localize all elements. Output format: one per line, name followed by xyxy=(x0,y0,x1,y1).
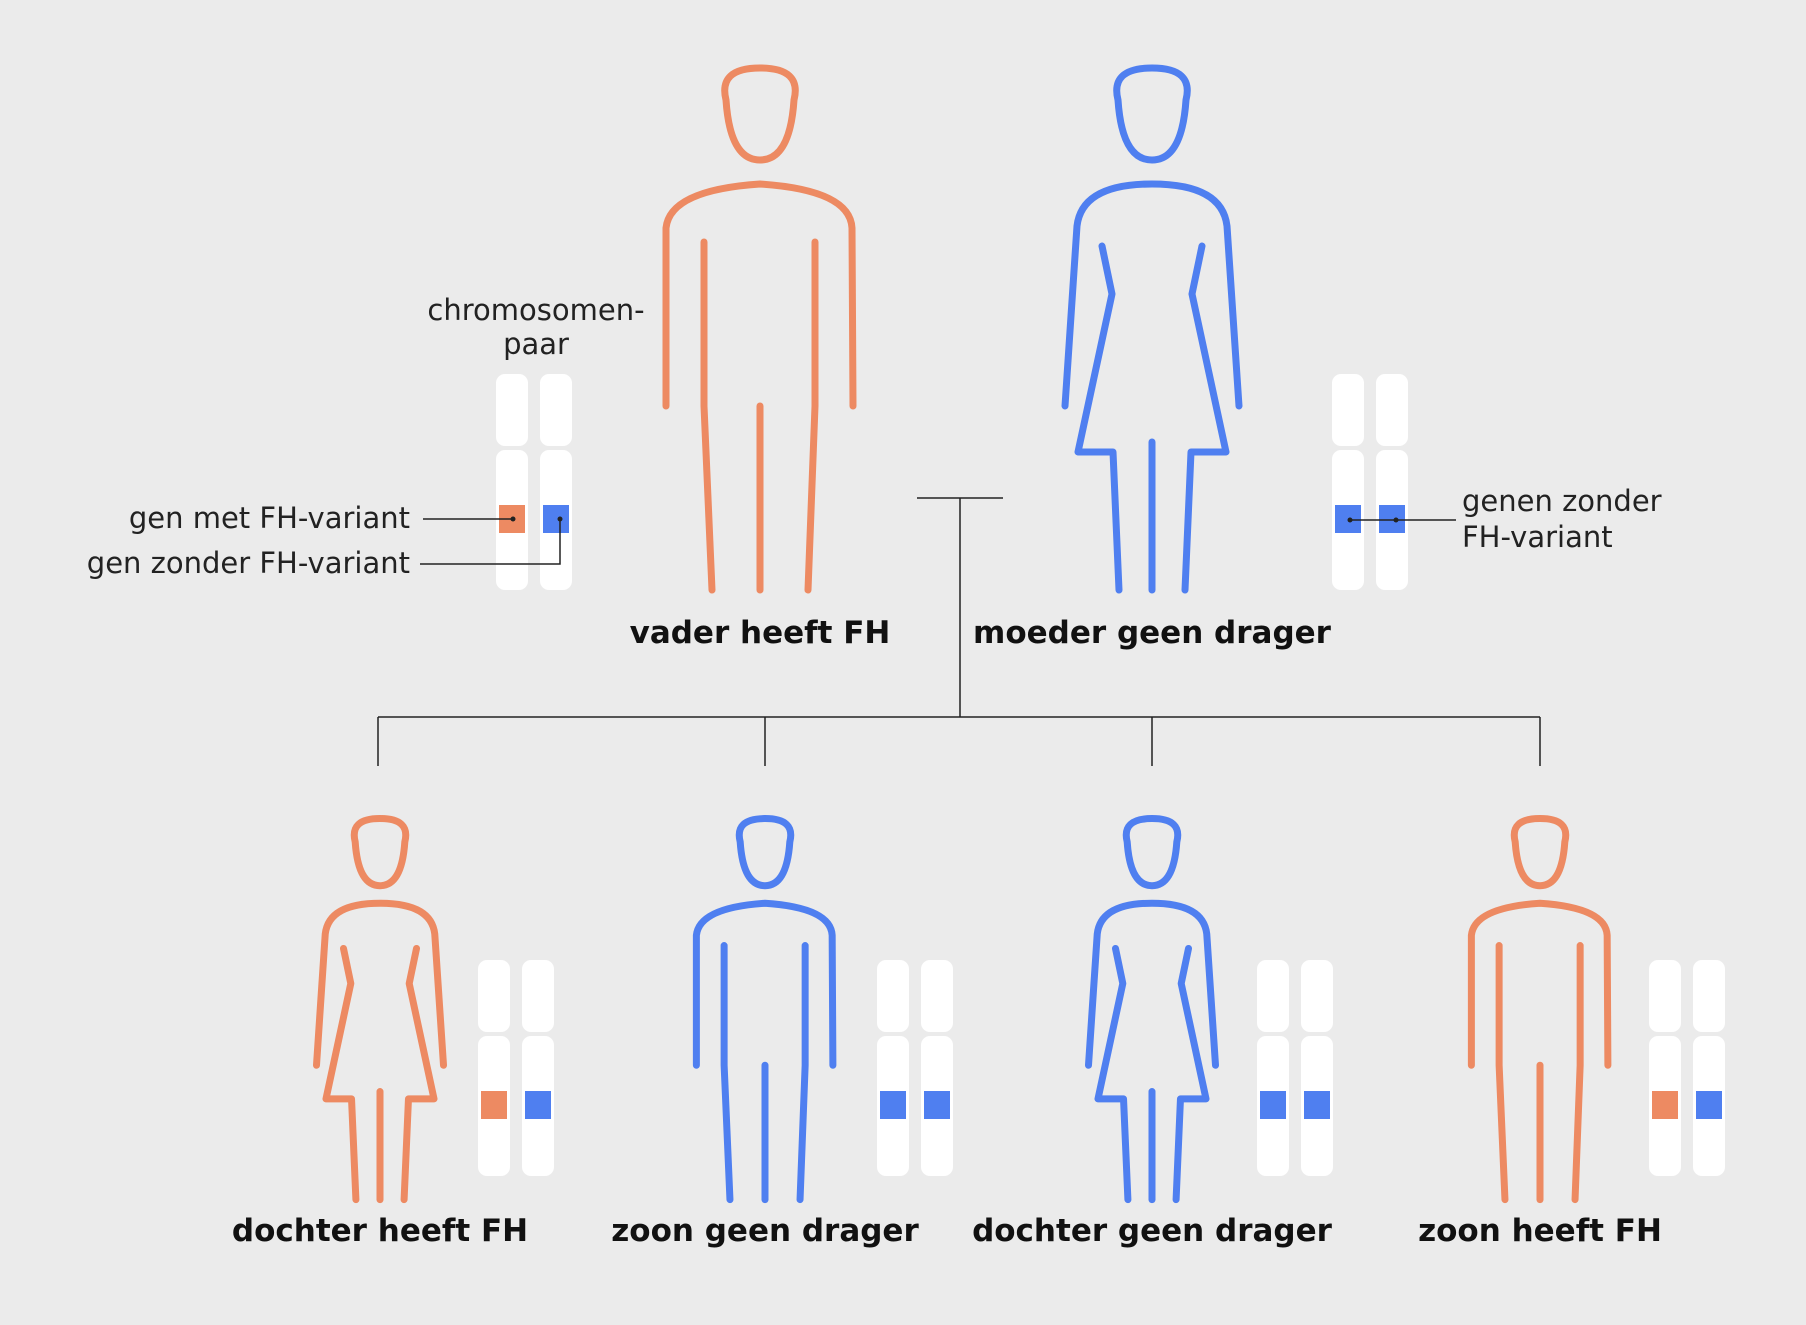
father-figure-stroke-3 xyxy=(804,238,819,594)
daughter2-gene-2-normal xyxy=(1304,1091,1330,1119)
son1-figure-stroke-3 xyxy=(796,942,809,1204)
daughter2-figure-stroke-3 xyxy=(1172,944,1210,1204)
daughter2-chromosome-1-upper-arm xyxy=(1257,960,1289,1032)
son2-figure-stroke-0 xyxy=(1510,815,1570,890)
legend-mother-dots xyxy=(1347,517,1399,523)
son1-figure-stroke-0 xyxy=(735,815,795,890)
mother-female-figure-icon xyxy=(1061,64,1243,594)
daughter1-chromosome-1-upper-arm xyxy=(478,960,510,1032)
daughter2-label: dochter geen drager xyxy=(972,1213,1333,1249)
mother-figure-stroke-0 xyxy=(1113,64,1191,164)
daughter1-group: dochter heeft FH xyxy=(232,815,554,1249)
daughter1-figure-stroke-1 xyxy=(312,899,448,1069)
mother-group: moeder geen drager xyxy=(973,64,1408,651)
daughter2-chromosome-pair xyxy=(1257,960,1333,1176)
daughter2-figure-stroke-2 xyxy=(1094,944,1132,1204)
father-gene-2-normal xyxy=(543,505,569,533)
daughter2-figure-stroke-0 xyxy=(1122,815,1182,890)
daughter1-label: dochter heeft FH xyxy=(232,1213,528,1249)
daughter1-figure-stroke-2 xyxy=(322,944,360,1204)
daughter2-female-figure-icon xyxy=(1084,815,1220,1204)
father-male-figure-icon xyxy=(662,64,857,594)
son2-gene-1-variant xyxy=(1652,1091,1678,1119)
father-figure-stroke-2 xyxy=(700,238,716,594)
son2-figure-stroke-3 xyxy=(1571,942,1584,1204)
legend-father-pointers xyxy=(420,518,561,565)
figures-layer: vader heeft FH moeder geen drager dochter … xyxy=(232,64,1725,1249)
daughter1-gene-2-normal xyxy=(525,1091,551,1119)
son2-chromosome-1-upper-arm xyxy=(1649,960,1681,1032)
father-chromosome-pair xyxy=(496,374,572,590)
son2-male-figure-icon xyxy=(1467,815,1612,1204)
daughter1-chromosome-2-upper-arm xyxy=(522,960,554,1032)
father-label: vader heeft FH xyxy=(630,615,891,651)
son1-chromosome-pair xyxy=(877,960,953,1176)
son1-chromosome-1-upper-arm xyxy=(877,960,909,1032)
son2-group: zoon heeft FH xyxy=(1418,815,1725,1249)
son1-male-figure-icon xyxy=(692,815,837,1204)
legend-without-variant: gen zonder FH-variant xyxy=(87,546,410,580)
son1-group: zoon geen drager xyxy=(611,815,953,1249)
father-chromosome-1-upper-arm xyxy=(496,374,528,446)
mother-chromosome-2-upper-arm xyxy=(1376,374,1408,446)
daughter1-figure-stroke-3 xyxy=(400,944,438,1204)
son1-figure-stroke-1 xyxy=(692,899,837,1069)
legend-with-variant: gen met FH-variant xyxy=(129,501,410,535)
son2-figure-stroke-1 xyxy=(1467,899,1612,1069)
mother-label: moeder geen drager xyxy=(973,615,1332,651)
son1-figure-stroke-2 xyxy=(720,942,734,1204)
daughter2-figure-stroke-1 xyxy=(1084,899,1220,1069)
mother-figure-stroke-1 xyxy=(1061,180,1243,410)
legend-genes-without-line1: genen zonder xyxy=(1462,484,1662,518)
father-chromosome-2-upper-arm xyxy=(540,374,572,446)
son1-gene-1-normal xyxy=(880,1091,906,1119)
father-group: vader heeft FH xyxy=(496,64,891,651)
mother-gene-2-normal xyxy=(1379,505,1405,533)
legend-pair-label-line1: chromosomen- xyxy=(427,293,644,327)
legend-genes-without-line2: FH-variant xyxy=(1462,520,1613,554)
daughter2-group: dochter geen drager xyxy=(972,815,1333,1249)
son1-label: zoon geen drager xyxy=(611,1213,919,1249)
daughter1-chromosome-pair xyxy=(478,960,554,1176)
son2-label: zoon heeft FH xyxy=(1418,1213,1662,1249)
father-figure-stroke-1 xyxy=(662,180,857,410)
daughter1-figure-stroke-0 xyxy=(350,815,410,890)
mother-chromosome-1-upper-arm xyxy=(1332,374,1364,446)
family-tree-lines xyxy=(377,497,1541,766)
legend-pair-label-line2: paar xyxy=(503,327,569,361)
son2-chromosome-2-upper-arm xyxy=(1693,960,1725,1032)
daughter1-gene-1-variant xyxy=(481,1091,507,1119)
father-figure-stroke-0 xyxy=(721,64,799,164)
son1-chromosome-2-upper-arm xyxy=(921,960,953,1032)
mother-figure-stroke-3 xyxy=(1181,242,1230,594)
mother-figure-stroke-2 xyxy=(1074,242,1123,594)
son2-chromosome-pair xyxy=(1649,960,1725,1176)
son1-gene-2-normal xyxy=(924,1091,950,1119)
son2-gene-2-normal xyxy=(1696,1091,1722,1119)
legend-father-dots xyxy=(510,516,563,522)
daughter2-chromosome-2-upper-arm xyxy=(1301,960,1333,1032)
son2-figure-stroke-2 xyxy=(1495,942,1509,1204)
daughter2-gene-1-normal xyxy=(1260,1091,1286,1119)
daughter1-female-figure-icon xyxy=(312,815,448,1204)
